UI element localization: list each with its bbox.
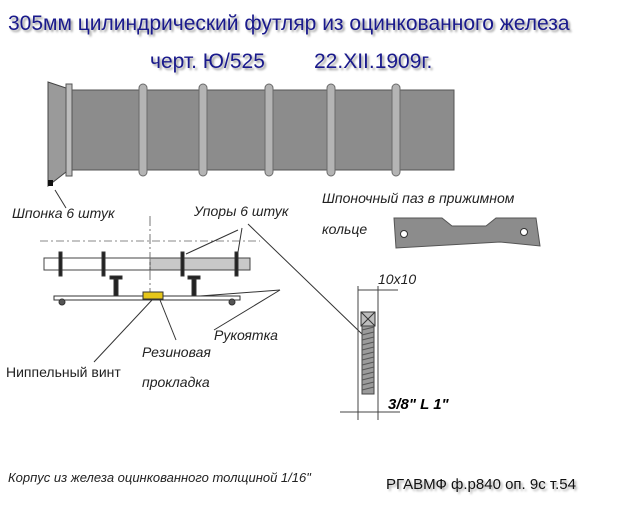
body-material-note: Корпус из железа оцинкованного толщиной … [8,470,311,485]
rubber-label-line1: Резиновая [142,344,211,360]
assembly-section [40,216,363,363]
cylinder-body [47,81,455,188]
keyway-label-line2: кольце [322,221,368,237]
stops-label: Упоры 6 штук [194,203,289,219]
nipple-screw-label: Ниппельный винт [6,364,121,380]
key-label: Шпонка 6 штук [12,205,115,221]
title-line: 305мм цилиндрический футляр из оцинкован… [8,12,570,35]
bolt-size-label: 3/8" L 1" [388,396,449,413]
archive-source: РГАВМФ ф.р840 оп. 9с т.54 [386,476,576,493]
rubber-label-line2: прокладка [142,374,210,390]
keyway-ring-part [393,217,541,249]
keyway-label-line1: Шпоночный паз в прижимном [322,190,515,206]
drawing-number: черт. Ю/525 [150,50,265,73]
drawing-date: 22.XII.1909г. [314,50,433,73]
dimension-label: 10х10 [378,271,417,287]
bolt-detail [340,286,400,420]
handle-label: Рукоятка [214,327,278,343]
